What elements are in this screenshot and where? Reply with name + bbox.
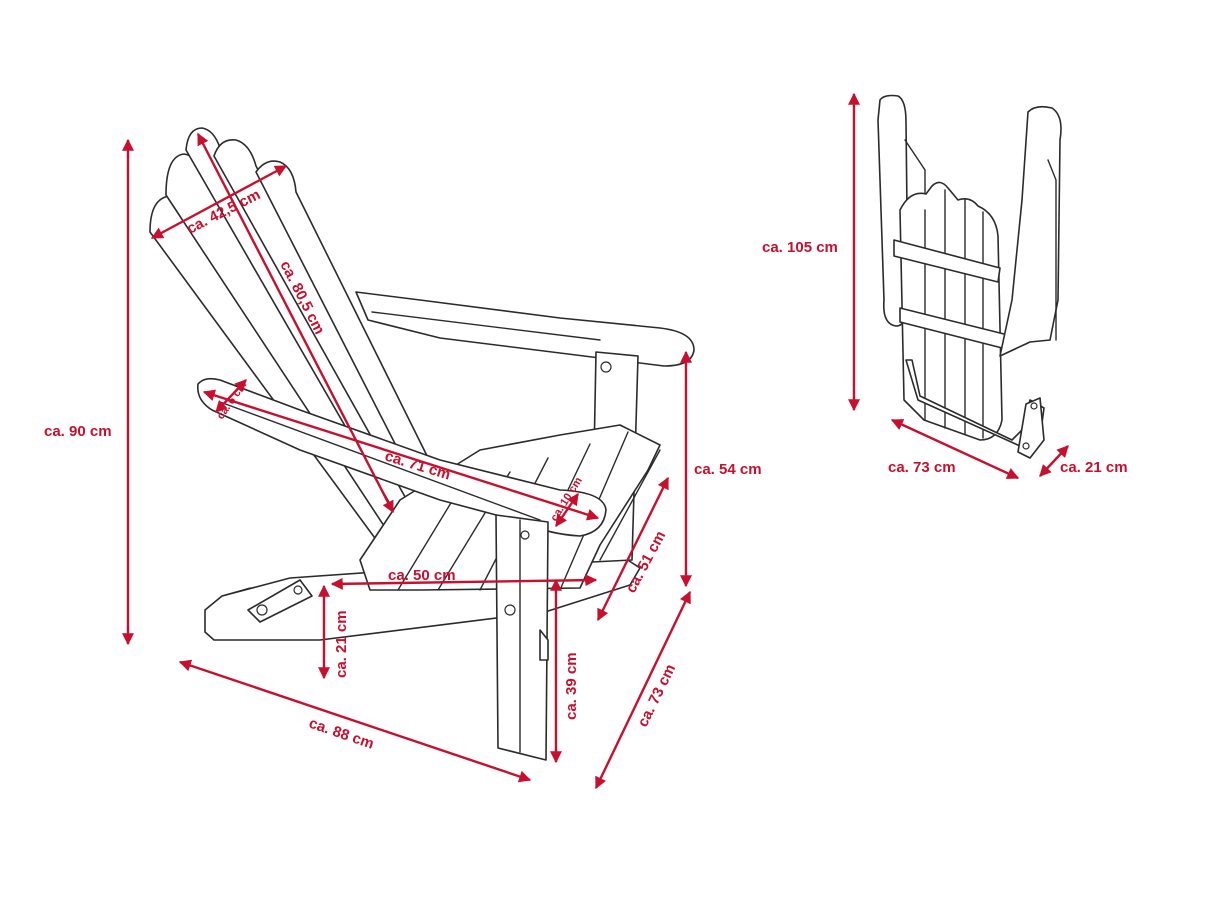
label-total-height: ca. 90 cm	[44, 423, 112, 440]
chair-unfolded	[149, 127, 695, 761]
label-folded-height: ca. 105 cm	[762, 239, 838, 256]
folded-upper-crossbar	[893, 239, 1001, 283]
dim-total-depth-line	[178, 659, 532, 783]
label-folded-width: ca. 73 cm	[888, 459, 956, 476]
label-seat-width: ca. 50 cm	[388, 567, 456, 584]
dim-total-width-line	[594, 590, 692, 790]
label-armrest-height: ca. 54 cm	[694, 461, 762, 478]
label-foot-height: ca. 21 cm	[333, 610, 350, 678]
dimension-lines	[122, 92, 1069, 790]
chair-folded	[877, 94, 1062, 459]
dim-folded-width-line	[890, 418, 1020, 480]
label-seat-height: ca. 39 cm	[563, 652, 580, 720]
label-folded-depth: ca. 21 cm	[1060, 459, 1128, 476]
folded-armrest	[999, 105, 1062, 357]
label-total-depth: ca. 88 cm	[307, 715, 376, 753]
dim-armrest-length-line	[202, 389, 600, 521]
dim-armrest-front-line	[555, 493, 579, 527]
chair-back-armrest	[355, 291, 695, 367]
dim-folded-depth-line	[1039, 445, 1069, 477]
chair-front-brace	[539, 629, 549, 661]
